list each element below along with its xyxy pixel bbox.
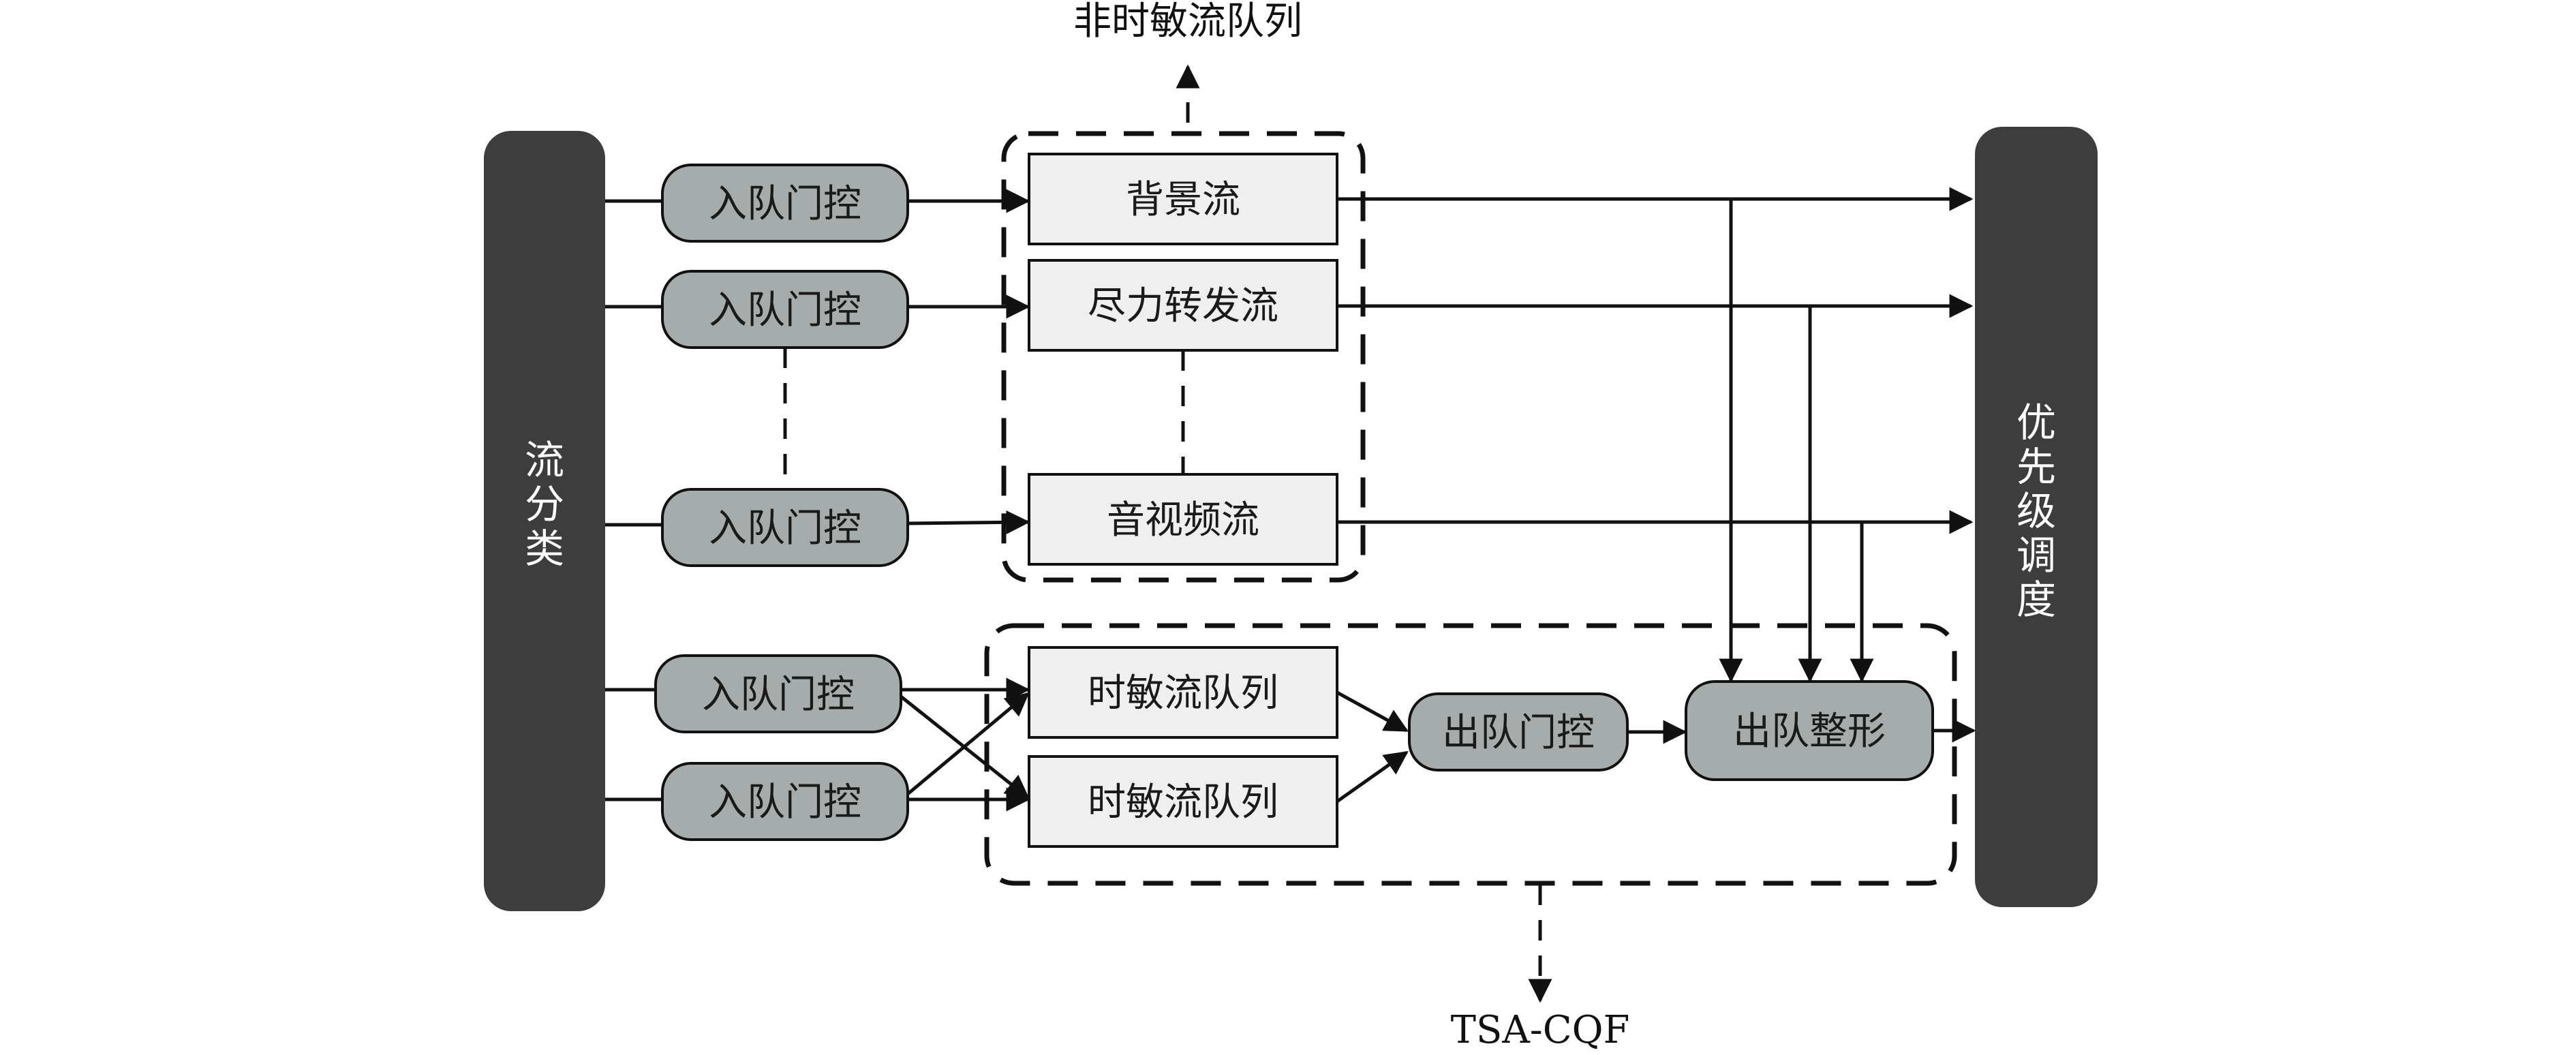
ts-queue-box <box>1028 755 1338 848</box>
queue-box <box>1028 153 1338 245</box>
flow-classifier-char-2: 分 <box>525 481 564 528</box>
connector <box>1336 690 1409 733</box>
priority-scheduler-char-5: 度 <box>2017 577 2056 623</box>
flow-classifier-char-1: 流 <box>525 437 564 483</box>
queue-box-label: 音视频流 <box>1107 498 1259 542</box>
priority-scheduler-bar <box>1975 127 2098 907</box>
ingress-gate <box>661 164 909 243</box>
tsa-cqf-caption: TSA-CQF <box>1451 1008 1630 1052</box>
ingress-gate-label: 入队门控 <box>709 288 861 333</box>
connector <box>907 510 1030 534</box>
queue-box-label: 背景流 <box>1126 178 1240 222</box>
connector <box>1336 750 1409 804</box>
ts-queue-box <box>1028 646 1338 739</box>
ingress-gate-label: 入队门控 <box>702 673 855 717</box>
ingress-gate-label: 入队门控 <box>709 780 861 825</box>
priority-scheduler-char-4: 调 <box>2017 532 2056 579</box>
queue-box-label: 尽力转发流 <box>1088 284 1278 328</box>
queue-box <box>1028 473 1338 566</box>
ts-queue-box-label: 时敏流队列 <box>1088 671 1278 716</box>
ingress-gate <box>654 654 902 733</box>
non-ts-queue-caption: 非时敏流队列 <box>1073 0 1302 44</box>
flow-classifier-bar <box>484 131 605 911</box>
ingress-gate-label: 入队门控 <box>709 506 861 551</box>
priority-scheduler-char-1: 优 <box>2017 399 2056 446</box>
ingress-gate-label: 入队门控 <box>709 182 861 226</box>
non-ts-queue-group <box>1001 131 1366 583</box>
priority-scheduler-char-3: 级 <box>2017 488 2056 534</box>
ts-queue-box-label: 时敏流队列 <box>1088 780 1278 825</box>
priority-scheduler-char-2: 先 <box>2017 444 2056 490</box>
tsa-cqf-group <box>984 623 1957 886</box>
connector <box>906 692 1030 795</box>
ingress-gate <box>661 762 909 841</box>
ingress-gate <box>661 488 909 567</box>
egress-shaper-label: 出队整形 <box>1733 709 1886 754</box>
flow-classifier-char-3: 类 <box>525 525 564 572</box>
egress-gate-label: 出队门控 <box>1442 711 1595 755</box>
